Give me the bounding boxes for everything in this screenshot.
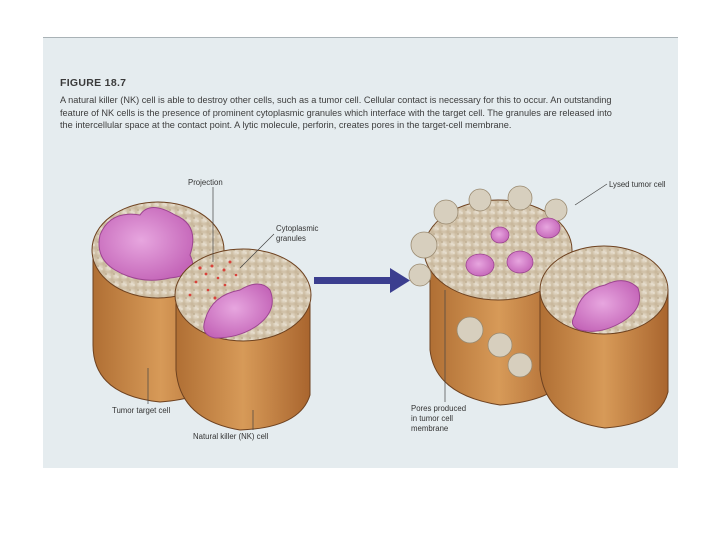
- label-tumor-target: Tumor target cell: [112, 406, 170, 416]
- label-nk-cell: Natural killer (NK) cell: [193, 432, 268, 442]
- label-pores-2: in tumor cell: [411, 414, 453, 424]
- label-pores-1: Pores produced: [411, 404, 466, 414]
- label-lysed: Lysed tumor cell: [609, 180, 665, 190]
- transition-arrow: [314, 268, 410, 293]
- nk-cell: [175, 249, 311, 430]
- label-granules-2: granules: [276, 234, 306, 244]
- label-projection: Projection: [188, 178, 223, 188]
- nk-cell-right: [540, 246, 668, 428]
- label-pores-3: membrane: [411, 424, 448, 434]
- label-granules-1: Cytoplasmic: [276, 224, 318, 234]
